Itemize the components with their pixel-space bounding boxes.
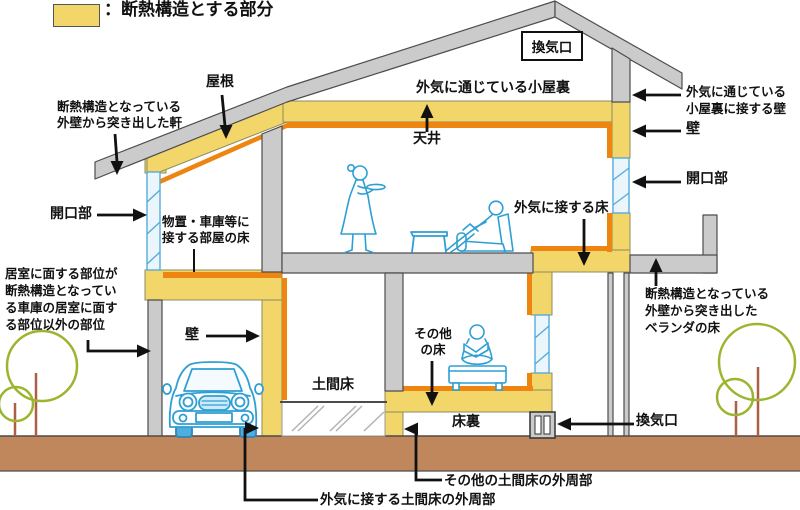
arrow-foundation-vent: [557, 417, 634, 431]
license-plate: [195, 412, 233, 423]
arrow-roof: [219, 94, 233, 139]
stilt-post-1: [607, 272, 614, 438]
roof-orange: [158, 123, 287, 185]
wall-1f-orange-upper: [527, 272, 532, 315]
label-ridge-vent: 換気口: [531, 40, 573, 56]
label-attic-wall: 外気に通じている 小屋裏に接する壁: [686, 84, 787, 116]
label-storage-room-floor: 物置・車庫等に 接する部屋の床: [162, 214, 250, 245]
arrow-garage-note: [86, 340, 151, 358]
label-opening-right: 開口部: [686, 171, 728, 187]
bench: [448, 365, 507, 391]
right-wall-upper: [611, 100, 631, 159]
raised-floor-insulation: [384, 389, 553, 413]
headlight-right: [230, 392, 250, 412]
interior-post-2f: [261, 125, 283, 273]
arrow-outside-doma-perimeter: [243, 421, 318, 502]
foundation-vent: [529, 411, 556, 439]
person-reading: [461, 324, 493, 366]
attic-wall: [611, 47, 631, 103]
arrow-right-wall: [632, 124, 681, 138]
ground: [0, 435, 800, 472]
window-left-2f: [146, 171, 161, 271]
mirror-left: [162, 383, 172, 395]
label-other-floor: その他 の床: [414, 326, 452, 357]
window-right-2f: [612, 157, 630, 214]
arrow-eaves: [110, 133, 124, 175]
right-1f-wall-upper: [530, 271, 553, 316]
warm-side-lines: [158, 122, 612, 400]
arrow-attic-wall: [632, 88, 681, 102]
callout-arrows: [86, 88, 681, 502]
legend-label: ：断熱構造とする部分: [104, 0, 274, 20]
legend-swatch: [53, 4, 100, 27]
label-foundation-vent: 換気口: [636, 413, 678, 429]
label-outside-doma-perimeter: 外気に接する土間床の外周部: [320, 492, 496, 508]
ceiling-orange: [287, 122, 612, 128]
car: [162, 361, 264, 438]
label-right-wall: 壁: [686, 121, 700, 137]
arrow-garage-wall: [206, 329, 260, 343]
mirror-right: [254, 383, 264, 395]
label-other-doma-perimeter: その他の土間床の外周部: [444, 473, 593, 489]
floor-band-orange: [531, 246, 608, 251]
label-floor-outside-air: 外気に接する床: [514, 200, 609, 216]
windshield: [183, 368, 243, 392]
headlight-left: [178, 392, 198, 412]
wall-orange-lower: [607, 213, 612, 252]
arrow-ceiling: [420, 104, 434, 132]
label-doma-floor: 土間床: [312, 377, 354, 393]
doma-slab: [280, 401, 387, 437]
grille: [198, 395, 231, 411]
label-eaves: 断熱構造となっている 外壁から突き出した軒: [57, 99, 183, 130]
wall-orange-upper: [607, 128, 612, 158]
veranda-slab: [629, 254, 718, 274]
window-right-1f: [534, 314, 550, 374]
ceiling-insulation: [282, 100, 631, 123]
arrow-opening-left: [97, 208, 147, 222]
wall-1f-orange-lower: [527, 373, 532, 391]
doma-perimeter-right: [384, 411, 404, 438]
garage-inner-wall: [261, 299, 283, 438]
arrow-other-doma-perimeter: [404, 422, 442, 482]
label-attic: 外気に通じている小屋裏: [416, 80, 570, 96]
label-roof: 屋根: [206, 74, 234, 90]
label-veranda-floor: 断熱構造となっている 外壁から突き出した ベランダの床: [645, 286, 770, 335]
arrow-veranda: [649, 258, 663, 286]
label-opening-left: 開口部: [50, 206, 92, 222]
stilt-post-2: [623, 272, 630, 438]
label-garage-wall: 壁: [185, 327, 199, 343]
arrow-floor-outside-air: [577, 219, 591, 266]
arrow-other-floor: [425, 361, 439, 406]
ridge-vent-box: 換気口: [521, 31, 583, 61]
garage-outer-wall: [147, 299, 163, 438]
person-reclining: [446, 200, 514, 254]
windows: [146, 157, 630, 374]
interior-wall-1f: [384, 272, 404, 392]
tree-right: [715, 322, 797, 436]
tree-left: [0, 329, 79, 436]
label-underfloor: 床裏: [452, 414, 480, 430]
arrow-opening-right: [632, 175, 681, 189]
label-ceiling: 天井: [413, 131, 441, 147]
table: [410, 231, 448, 253]
label-garage-note: 居室に面する部位が 断熱構造となってい る車庫の居室に面す る部位以外の部位: [5, 266, 118, 332]
person-woman: [340, 164, 386, 254]
roof-deck-right: [554, 0, 683, 90]
garage-ceiling-orange: [163, 272, 282, 278]
gray-structure: [94, 0, 718, 438]
right-wall-lower: [611, 212, 631, 255]
raised-floor-orange: [403, 386, 533, 391]
garage-wall-orange: [282, 278, 287, 400]
second-floor-slab: [281, 252, 534, 274]
